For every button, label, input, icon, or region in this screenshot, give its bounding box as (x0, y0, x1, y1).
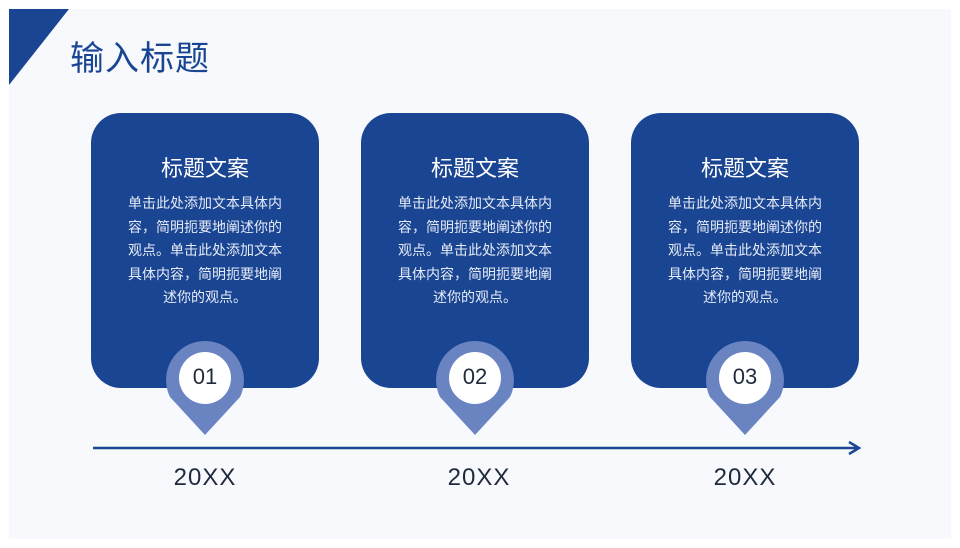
map-pin-icon: 01 (164, 339, 246, 437)
slide: 输入标题 标题文案 单击此处添加文本具体内容，简明扼要地阐述你的观点。单击此处添… (9, 9, 951, 539)
arrow-right-icon (93, 440, 862, 456)
corner-decoration (9, 9, 69, 85)
card-2: 标题文案 单击此处添加文本具体内容，简明扼要地阐述你的观点。单击此处添加文本具体… (361, 113, 589, 388)
card-heading[interactable]: 标题文案 (160, 157, 249, 182)
page-title[interactable]: 输入标题 (70, 39, 210, 79)
card-body-text[interactable]: 单击此处添加文本具体内容，简明扼要地阐述你的观点。单击此处添加文本具体内容，简明… (668, 196, 822, 306)
card-heading[interactable]: 标题文案 (700, 157, 789, 182)
step-number: 01 (192, 364, 218, 389)
step-number: 02 (462, 364, 488, 389)
year-label[interactable]: 20XX (173, 464, 237, 491)
map-pin-icon: 02 (434, 339, 516, 437)
step-number: 03 (732, 364, 758, 389)
card-body-text[interactable]: 单击此处添加文本具体内容，简明扼要地阐述你的观点。单击此处添加文本具体内容，简明… (128, 196, 282, 306)
card-body-text[interactable]: 单击此处添加文本具体内容，简明扼要地阐述你的观点。单击此处添加文本具体内容，简明… (398, 196, 552, 306)
year-label[interactable]: 20XX (713, 464, 777, 491)
card-heading[interactable]: 标题文案 (430, 157, 519, 182)
card-3: 标题文案 单击此处添加文本具体内容，简明扼要地阐述你的观点。单击此处添加文本具体… (631, 113, 859, 388)
year-label[interactable]: 20XX (447, 464, 511, 491)
map-pin-icon: 03 (704, 339, 786, 437)
